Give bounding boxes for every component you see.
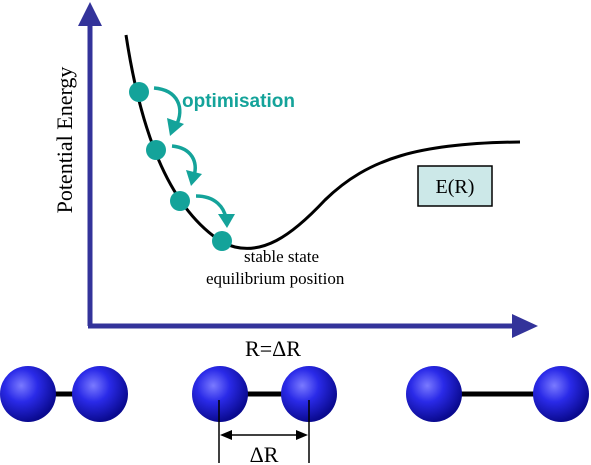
step-point [146,140,166,160]
curve-label: E(R) [436,176,475,198]
atom [533,366,589,422]
axes [78,2,538,338]
step-point [170,191,190,211]
arrowhead-icon [218,214,235,228]
stable-state-label: stable state [244,247,319,266]
bond-length-label: ΔR [250,442,279,465]
arrowhead-icon [186,170,202,186]
measure-arrow-right-icon [296,430,308,440]
equilibrium-position-label: equilibrium position [206,269,345,288]
atom [281,366,337,422]
x-axis-arrow-icon [512,314,538,338]
molecule-equilibrium: ΔR [192,366,337,465]
atom [72,366,128,422]
y-axis-label: Potential Energy [52,67,77,214]
optimisation-arrowheads [167,118,235,228]
atom [0,366,56,422]
molecule-stretched [406,366,589,422]
energy-curve [124,34,521,250]
curve-label-box: E(R) [417,165,493,207]
arrowhead-icon [167,118,184,136]
x-axis-label: R=ΔR [245,336,301,361]
optimisation-label: optimisation [182,91,295,112]
molecule-compressed [0,366,128,422]
equilibrium-point [212,231,232,251]
optimisation-steps [129,82,232,251]
step-point [129,82,149,102]
atom [192,366,248,422]
y-axis-arrow-icon [78,2,102,26]
measure-arrow-left-icon [220,430,232,440]
atom [406,366,462,422]
curved-arrow-icon [153,86,182,127]
